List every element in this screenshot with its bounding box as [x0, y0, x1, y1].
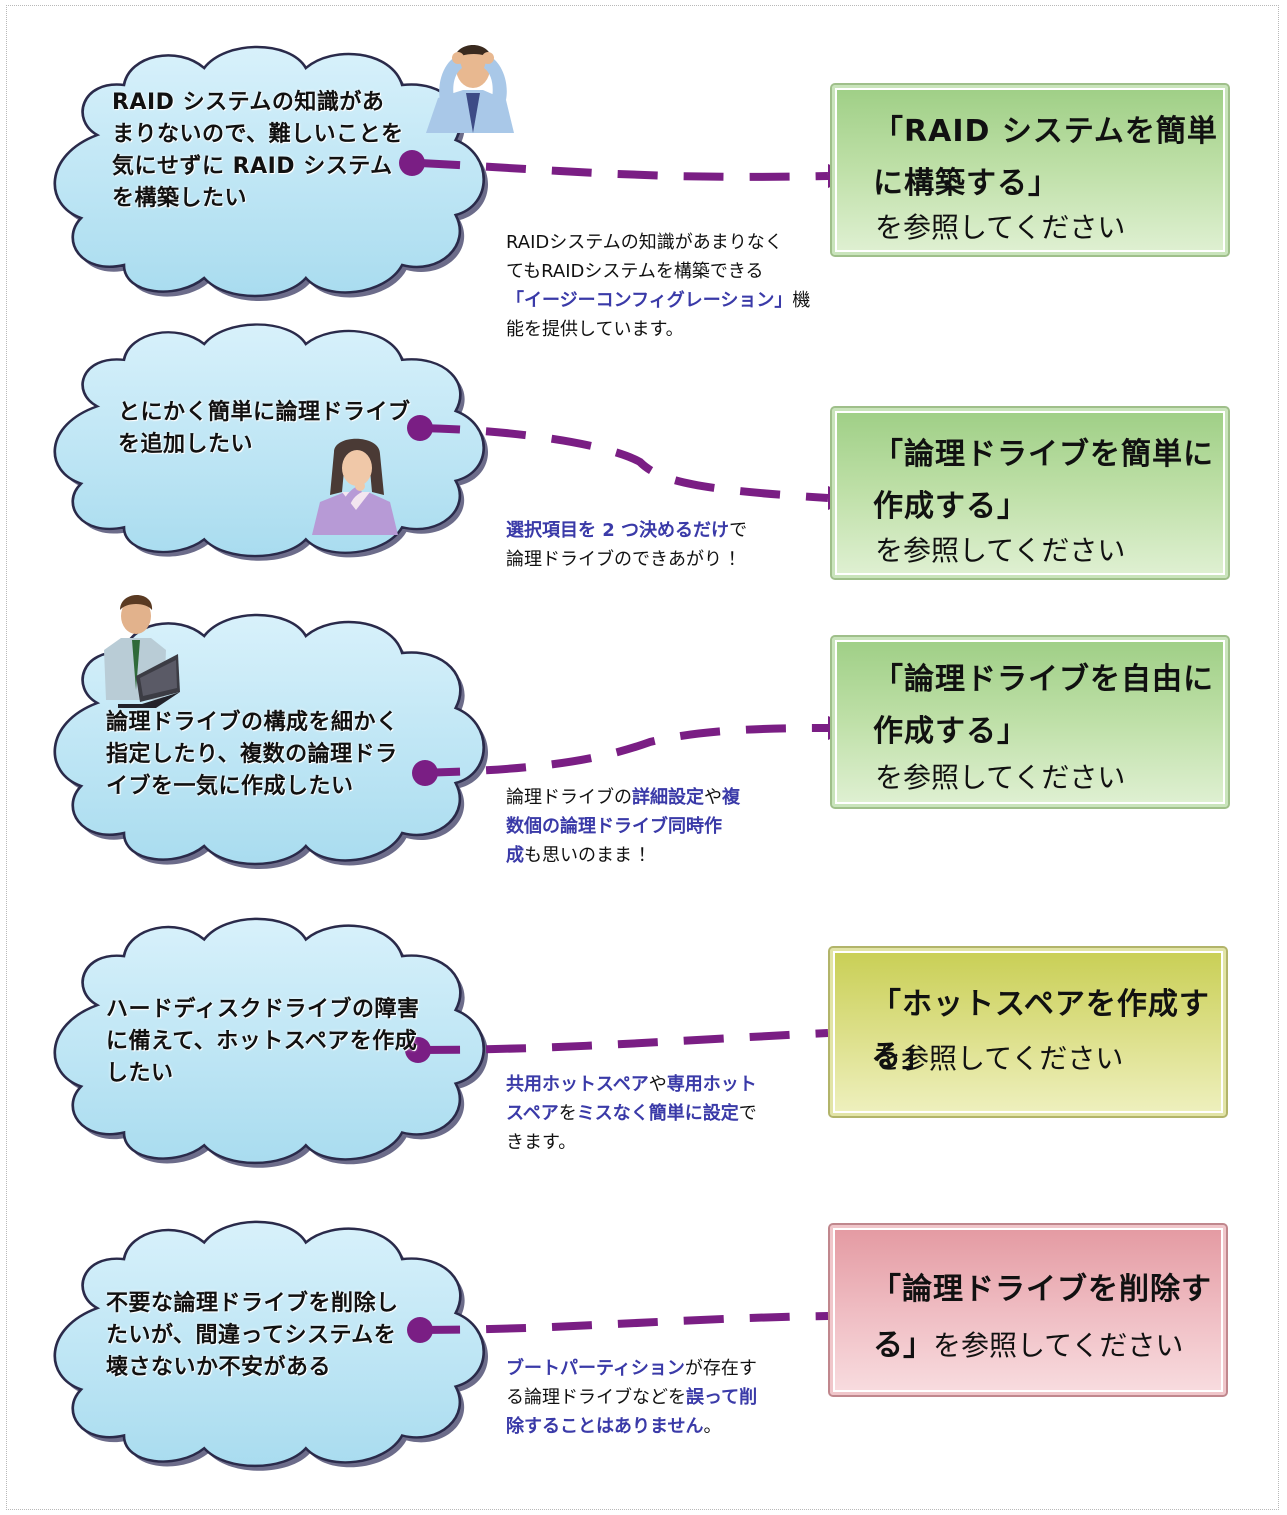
- plain-text: 。: [703, 1416, 722, 1437]
- question-text: 論理ドライブの構成を細かく指定したり、複数の論理ドラ イブを一気に作成したい: [106, 710, 399, 799]
- question-text: ハードディスクドライブの障害に備えて、ホットスペアを作成 したい: [106, 997, 420, 1086]
- connector-dot: [407, 415, 433, 441]
- description-line: 選択項目を 2 つ決めるだけで: [506, 516, 826, 545]
- description-line: RAIDシステムの知識があまりなく: [506, 228, 826, 257]
- highlight-text: 数個の論理ドライブ同時作: [506, 816, 722, 837]
- question-text: とにかく簡単に論理ドライブを追加したい: [118, 400, 411, 457]
- plain-text: を: [558, 1103, 577, 1124]
- connector-line: [419, 724, 829, 777]
- description-line: 除することはありません。: [506, 1412, 826, 1441]
- description: 共用ホットスペアや専用ホットスペアをミスなく簡単に設定できます。: [506, 1070, 826, 1157]
- connector-line: [419, 159, 829, 181]
- plain-text: が存在す: [684, 1358, 757, 1379]
- description-line: 論理ドライブのできあがり ！: [506, 545, 826, 574]
- description-line: 「イージーコンフィグレーション」機: [506, 286, 826, 315]
- plain-text: てもRAIDシステムを構築できる: [506, 261, 764, 282]
- reference-text: る」を参照してください: [873, 1320, 1183, 1364]
- connector-line: [419, 1029, 829, 1054]
- description: 論理ドライブの詳細設定や複数個の論理ドライブ同時作成も思いのまま ！: [506, 783, 826, 870]
- plain-text: で: [729, 520, 748, 541]
- description-line: きます。: [506, 1128, 826, 1157]
- connector-dot: [405, 1037, 431, 1063]
- description-line: 数個の論理ドライブ同時作: [506, 812, 826, 841]
- highlight-text: ブートパーティション: [506, 1358, 685, 1379]
- highlight-text: 共用ホットスペア: [506, 1074, 649, 1095]
- plain-text: も思いのまま ！: [524, 845, 656, 866]
- description-line: スペアをミスなく簡単に設定で: [506, 1099, 826, 1128]
- connector-dot: [407, 1317, 433, 1343]
- plain-text: きます。: [506, 1132, 577, 1153]
- worried-man-icon: [426, 45, 514, 133]
- highlight-text: ミスなく簡単に設定: [576, 1103, 739, 1124]
- reference-box[interactable]: 「ホットスペアを作成する」 を参照してください: [828, 946, 1228, 1118]
- description-line: る論理ドライブなどを誤って削: [506, 1383, 826, 1412]
- plain-text: 機: [792, 290, 811, 311]
- man-with-laptop-icon: [104, 595, 180, 708]
- description: RAIDシステムの知識があまりなくてもRAIDシステムを構築できる「イージーコン…: [506, 228, 826, 344]
- thinking-woman-icon: [312, 438, 398, 535]
- description-line: ブートパーティションが存在す: [506, 1354, 826, 1383]
- reference-text: を参照してください: [875, 211, 1126, 244]
- description-line: 能を提供しています。: [506, 315, 826, 344]
- reference-box[interactable]: 「RAID システムを簡単に構築する」 を参照してください: [830, 83, 1230, 257]
- highlight-text: 詳細設定: [632, 787, 704, 808]
- description: ブートパーティションが存在する論理ドライブなどを誤って削除することはありません。: [506, 1354, 826, 1441]
- reference-box[interactable]: 「論理ドライブを簡単に作成する」 を参照してください: [830, 406, 1230, 580]
- reference-text-run: を参照してください: [933, 1329, 1184, 1362]
- highlight-text: 「イージーコンフィグレーション」: [506, 290, 793, 311]
- connector-dot: [399, 150, 425, 176]
- description: 選択項目を 2 つ決めるだけで論理ドライブのできあがり ！: [506, 516, 826, 574]
- highlight-text: 複: [722, 787, 740, 808]
- plain-text: や: [648, 1074, 667, 1095]
- reference-text: を参照してください: [875, 761, 1126, 794]
- plain-text: る論理ドライブなどを: [506, 1387, 686, 1408]
- highlight-text: 除することはありません: [506, 1416, 704, 1437]
- question-text: RAID システムの知識があまりないので、難しいことを 気にせずに RAID シ…: [112, 90, 404, 211]
- plain-text: 能を提供しています。: [506, 319, 684, 340]
- plain-text: 論理ドライブのできあがり ！: [506, 549, 746, 570]
- description-line: 共用ホットスペアや専用ホット: [506, 1070, 826, 1099]
- reference-text: を参照してください: [873, 1042, 1124, 1075]
- plain-text: 論理ドライブの: [506, 787, 632, 808]
- diagram-frame: [6, 5, 1279, 1510]
- highlight-text: 成: [506, 845, 524, 866]
- plain-text: や: [704, 787, 722, 808]
- reference-title-tail: る」: [873, 1328, 933, 1363]
- highlight-text: 専用ホット: [666, 1074, 757, 1095]
- plain-text: で: [738, 1103, 757, 1124]
- reference-text: を参照してください: [875, 534, 1126, 567]
- description-line: 成も思いのまま ！: [506, 841, 826, 870]
- question-text: 不要な論理ドライブを削除したいが、間違ってシステムを 壊さないか不安がある: [106, 1291, 399, 1380]
- highlight-text: スペア: [506, 1103, 559, 1124]
- highlight-text: 誤って削: [686, 1387, 758, 1408]
- plain-text: RAIDシステムの知識があまりなく: [506, 232, 783, 253]
- connector-dot: [412, 760, 438, 786]
- reference-box[interactable]: 「論理ドライブを削除す る」を参照してください: [828, 1223, 1228, 1397]
- description-line: てもRAIDシステムを構築できる: [506, 257, 826, 286]
- description-line: 論理ドライブの詳細設定や複: [506, 783, 826, 812]
- highlight-text: 選択項目を 2 つ決めるだけ: [506, 520, 730, 541]
- connector-line: [419, 1312, 829, 1334]
- reference-box[interactable]: 「論理ドライブを自由に作成する」 を参照してください: [830, 635, 1230, 809]
- connector-line: [419, 424, 829, 502]
